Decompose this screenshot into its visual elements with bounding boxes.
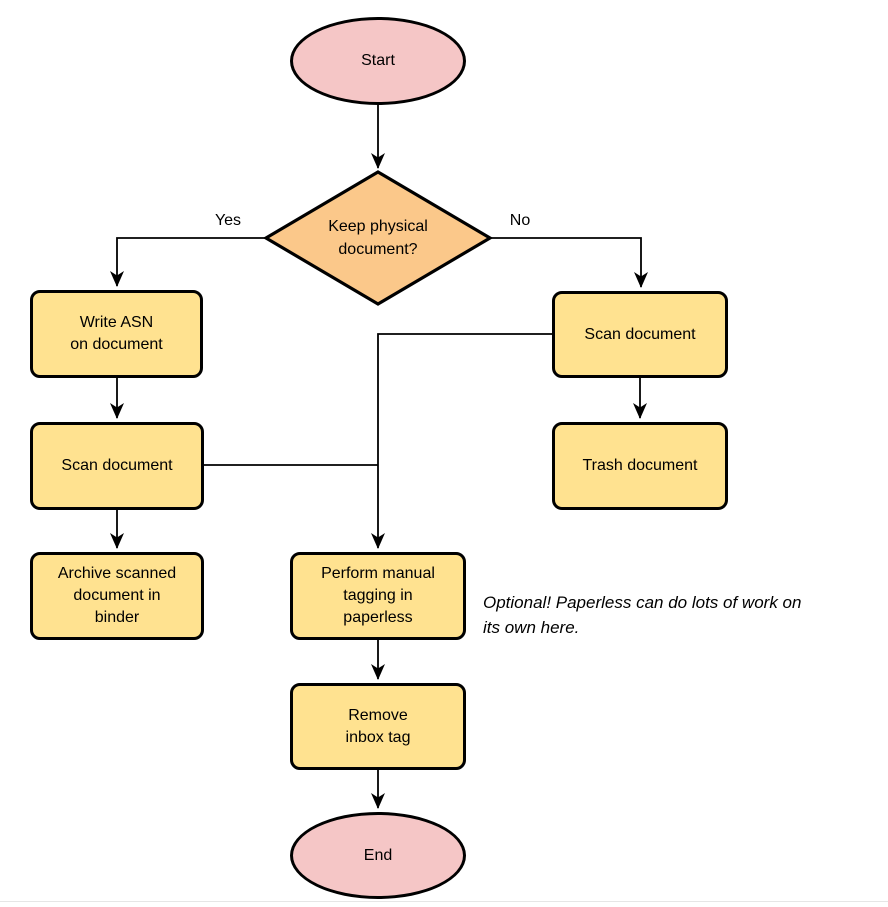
node-scan-document-right: Scan document: [552, 291, 728, 378]
edge-label-yes: Yes: [214, 212, 242, 229]
node-trash-document: Trash document: [552, 422, 728, 510]
edge-scan-right-to-tagging: [371, 333, 552, 549]
node-archive-in-binder: Archive scanned document in binder: [30, 552, 204, 640]
node-end: End: [290, 812, 466, 899]
annotation-optional-note: Optional! Paperless can do lots of work …: [483, 593, 802, 637]
decision-diamond-shape: [262, 170, 494, 306]
node-manual-tagging: Perform manual tagging in paperless: [290, 552, 466, 640]
node-start: Start: [290, 17, 466, 105]
edge-decision-no-to-scan-right: [490, 237, 648, 288]
bottom-divider: [0, 901, 888, 902]
node-write-asn: Write ASN on document: [30, 290, 203, 378]
node-scan-document-left: Scan document: [30, 422, 204, 510]
node-decision-label: Keep physical document?: [328, 218, 428, 258]
node-remove-inbox-tag: Remove inbox tag: [290, 683, 466, 770]
edge-label-no: No: [509, 212, 531, 229]
edge-decision-yes-to-write-asn: [110, 237, 266, 287]
